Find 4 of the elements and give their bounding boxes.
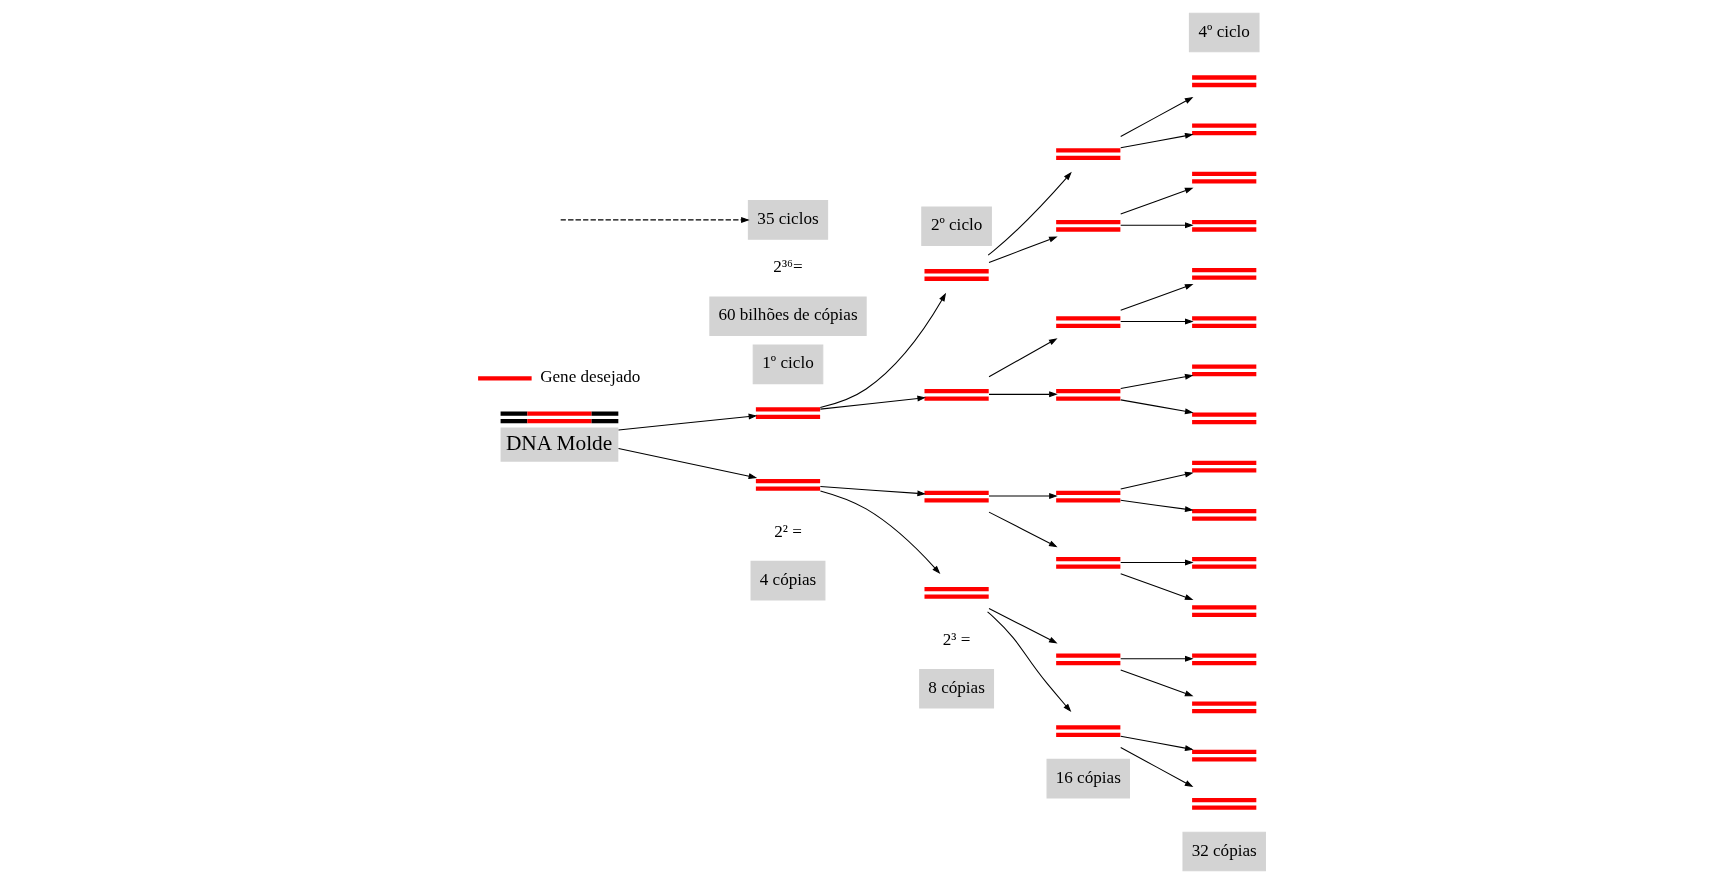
label: 2² = [774, 521, 802, 541]
label: 2³⁶= [773, 256, 803, 276]
legend-label: Gene desejado [540, 366, 641, 386]
label: 2³ = [942, 629, 971, 649]
